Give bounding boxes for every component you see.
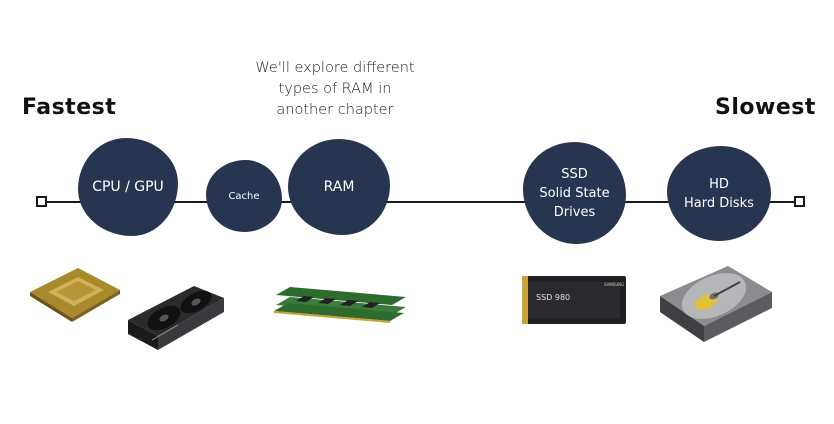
node-label: SSD bbox=[561, 166, 588, 182]
node-label: Solid State bbox=[539, 185, 610, 201]
note-line: another chapter bbox=[276, 102, 394, 118]
gpu-card-icon bbox=[128, 286, 224, 350]
note-line: We'll explore different bbox=[255, 60, 415, 76]
hard-disk-icon bbox=[660, 266, 772, 342]
axis-end-marker bbox=[794, 196, 805, 207]
node-label: CPU / GPU bbox=[92, 178, 164, 195]
ssd-label: SSD 980 bbox=[536, 293, 570, 302]
ssd-drive-icon: SSD 980 SAMSUNG bbox=[522, 276, 626, 324]
speed-axis-line bbox=[42, 201, 798, 203]
cpu-chip-icon bbox=[30, 268, 120, 322]
node-hd: HD Hard Disks bbox=[667, 146, 771, 241]
fastest-label: Fastest bbox=[22, 95, 117, 120]
node-label: Cache bbox=[228, 190, 260, 202]
ram-note: We'll explore different types of RAM in … bbox=[240, 58, 430, 121]
node-ssd: SSD Solid State Drives bbox=[523, 142, 626, 244]
note-line: types of RAM in bbox=[278, 81, 392, 97]
node-cache: Cache bbox=[206, 160, 282, 232]
ram-sticks-icon bbox=[274, 287, 406, 323]
axis-start-marker bbox=[36, 196, 47, 207]
ssd-brand: SAMSUNG bbox=[604, 282, 624, 287]
node-label: RAM bbox=[323, 178, 355, 195]
node-cpu-gpu: CPU / GPU bbox=[78, 138, 178, 236]
node-label: Hard Disks bbox=[684, 195, 754, 211]
node-label: Drives bbox=[553, 204, 596, 220]
node-ram: RAM bbox=[288, 139, 390, 235]
slowest-label: Slowest bbox=[715, 95, 816, 120]
node-label: HD bbox=[709, 176, 729, 192]
